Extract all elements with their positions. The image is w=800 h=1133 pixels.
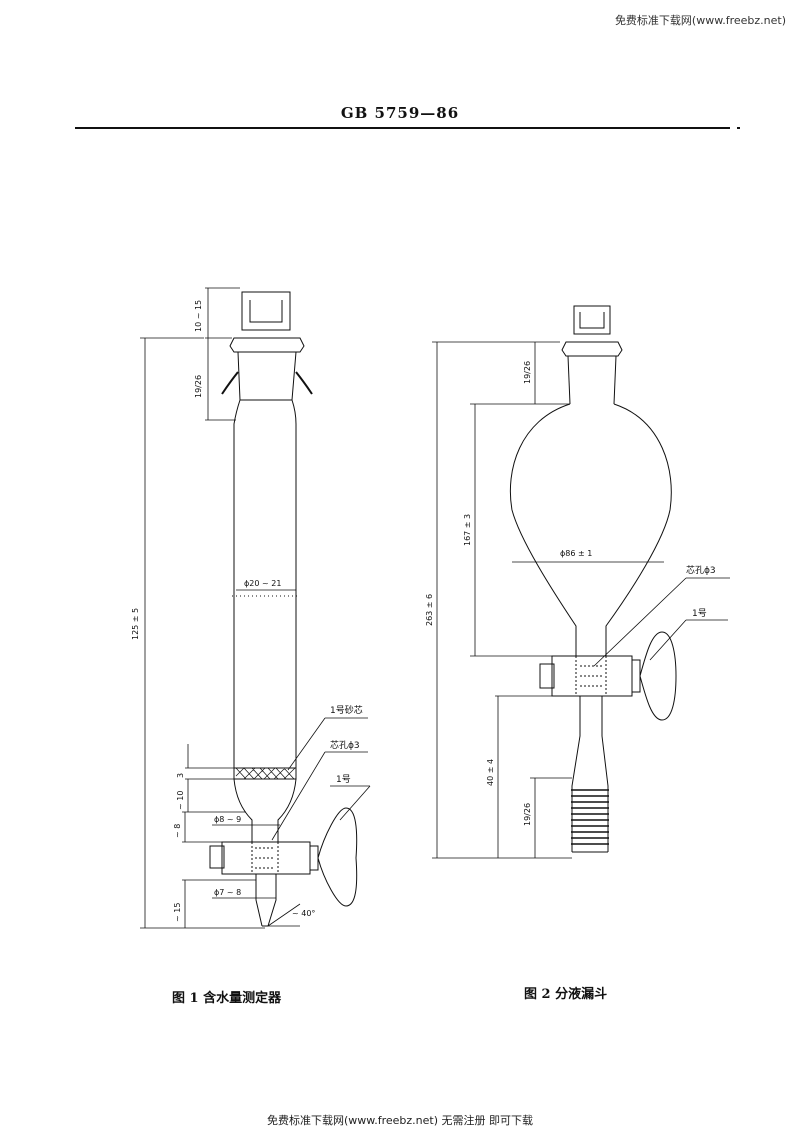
fig2-dim-joint-size-bottom: 19/26 xyxy=(523,803,532,826)
fig1-dim-neck-length: ~ 8 xyxy=(173,824,182,838)
fig2-label-stopcock: 1号 xyxy=(692,608,707,619)
header-rule-end xyxy=(737,127,740,129)
fig1-dim-frit-thickness: 3 xyxy=(176,773,185,778)
fig2-dim-bulb-height: 167 ± 3 xyxy=(463,514,472,546)
fig2-dim-total-length: 263 ± 6 xyxy=(425,594,434,626)
fig1-dim-tip-length: ~ 15 xyxy=(173,903,182,922)
fig1-dim-total-length: 125 ± 5 xyxy=(131,608,140,640)
fig2-dim-bulb-diameter: ϕ86 ± 1 xyxy=(560,549,592,558)
fig1-label-frit: 1号砂芯 xyxy=(330,704,363,716)
fig1-dim-top-joint-height: 10 ~ 15 xyxy=(194,300,203,332)
standard-code: GB 5759—86 xyxy=(340,104,460,122)
figure1-apparatus xyxy=(209,291,358,927)
fig1-caption: 图 1 含水量测定器 xyxy=(172,990,282,1006)
fig2-dim-joint-size-top: 19/26 xyxy=(523,361,532,384)
fig2-caption: 图 2 分液漏斗 xyxy=(524,986,607,1002)
fig1-dim-neck-diameter: ϕ8 ~ 9 xyxy=(214,815,241,824)
fig1-label-stopcock: 1号 xyxy=(336,774,351,785)
fig2-dim-stem-length: 40 ± 4 xyxy=(486,759,495,786)
figure2-dimension-lines xyxy=(432,341,730,859)
figure1-dimension-lines xyxy=(140,287,371,929)
header-rule xyxy=(75,127,730,129)
fig1-dim-tip-diameter: ϕ7 ~ 8 xyxy=(214,888,241,897)
fig1-dim-tube-diameter: ϕ20 ~ 21 xyxy=(244,579,281,588)
fig1-dim-joint-size: 19/26 xyxy=(194,375,203,398)
watermark-top: 免费标准下载网(www.freebz.net) xyxy=(614,14,786,27)
fig1-dim-tip-angle: ~ 40° xyxy=(292,909,315,918)
fig1-label-bore: 芯孔ϕ3 xyxy=(330,739,360,751)
fig1-dim-frit-gap: ~ 10 xyxy=(176,791,185,810)
watermark-bottom: 免费标准下载网(www.freebz.net) 无需注册 即可下载 xyxy=(266,1114,534,1127)
fig2-label-bore: 芯孔ϕ3 xyxy=(686,564,716,576)
figure2-apparatus xyxy=(509,305,677,853)
